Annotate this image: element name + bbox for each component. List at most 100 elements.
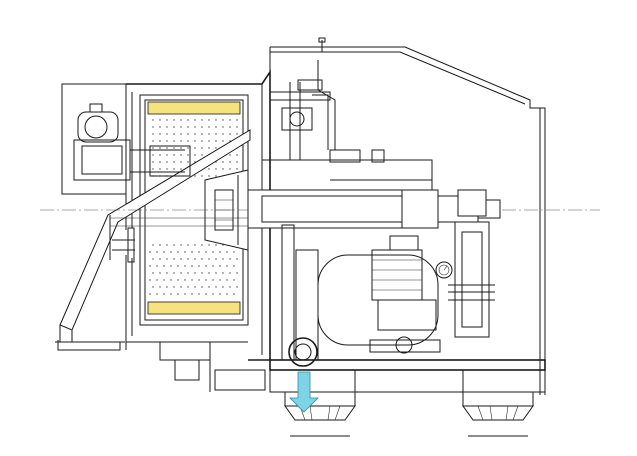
solid-dot: [205, 251, 207, 253]
solid-dot: [149, 293, 151, 295]
solid-dot: [222, 119, 224, 121]
solid-dot: [215, 272, 217, 274]
solid-dot: [187, 272, 189, 274]
solid-dot: [166, 119, 168, 121]
solid-dot: [229, 161, 231, 163]
pressure-gauge-icon: [435, 261, 453, 279]
solid-dot: [236, 286, 238, 288]
solid-dot: [219, 251, 221, 253]
solid-dot: [236, 119, 238, 121]
solid-dot: [222, 140, 224, 142]
solid-dot: [159, 161, 161, 163]
solid-dot: [219, 279, 221, 281]
solid-dot: [229, 258, 231, 260]
solid-dot: [212, 265, 214, 267]
solid-dot: [201, 140, 203, 142]
drive-motor: [317, 235, 441, 354]
solid-dot: [166, 244, 168, 246]
solid-dot: [208, 168, 210, 170]
bearing-assembly: [261, 60, 433, 191]
solid-dot: [163, 279, 165, 281]
solid-dot: [173, 286, 175, 288]
solid-dot: [173, 133, 175, 135]
solid-dot: [177, 293, 179, 295]
solid-dot: [152, 147, 154, 149]
solid-dot: [180, 126, 182, 128]
solid-dot: [201, 147, 203, 149]
solid-dot: [180, 147, 182, 149]
solid-dot: [194, 244, 196, 246]
solid-dot: [205, 293, 207, 295]
solid-dot: [236, 168, 238, 170]
solid-dot: [194, 286, 196, 288]
solid-dot: [201, 244, 203, 246]
solid-dot: [215, 119, 217, 121]
solid-dot: [194, 133, 196, 135]
solid-dot: [215, 126, 217, 128]
solid-dot: [159, 286, 161, 288]
solid-dot: [173, 154, 175, 156]
solid-dot: [170, 279, 172, 281]
solid-dot: [201, 119, 203, 121]
solid-dot: [177, 251, 179, 253]
solid-dot: [187, 161, 189, 163]
solid-dot: [194, 119, 196, 121]
scraper-chute: [55, 129, 251, 351]
solid-dot: [222, 126, 224, 128]
solid-dot: [159, 258, 161, 260]
lower-parts: [159, 341, 266, 392]
solids-lower: [149, 244, 238, 295]
solid-dot: [233, 265, 235, 267]
solid-dot: [149, 265, 151, 267]
solid-dot: [215, 133, 217, 135]
solid-dot: [184, 279, 186, 281]
solid-dot: [222, 272, 224, 274]
solid-dot: [166, 147, 168, 149]
solid-dot: [208, 244, 210, 246]
solid-dot: [180, 140, 182, 142]
solid-dot: [201, 286, 203, 288]
feed-cover: [61, 83, 191, 195]
solid-dot: [194, 175, 196, 177]
solid-dot: [229, 272, 231, 274]
solid-dot: [191, 293, 193, 295]
solid-dot: [215, 140, 217, 142]
solid-dot: [208, 126, 210, 128]
solid-dot: [152, 244, 154, 246]
solid-dot: [215, 147, 217, 149]
solid-dot: [152, 258, 154, 260]
solid-dot: [187, 133, 189, 135]
solid-dot: [215, 286, 217, 288]
solid-dot: [156, 265, 158, 267]
solid-dot: [166, 126, 168, 128]
solid-dot: [215, 244, 217, 246]
solid-dot: [187, 258, 189, 260]
solid-dot: [226, 265, 228, 267]
solid-dot: [194, 258, 196, 260]
solid-dot: [166, 140, 168, 142]
solid-dot: [187, 154, 189, 156]
solid-dot: [208, 140, 210, 142]
solid-dot: [173, 168, 175, 170]
solid-dot: [166, 133, 168, 135]
solid-dot: [201, 258, 203, 260]
solid-dot: [180, 154, 182, 156]
filter-cake-bottom: [147, 301, 241, 315]
solid-dot: [215, 258, 217, 260]
solid-dot: [229, 286, 231, 288]
base-frame: [269, 224, 546, 393]
solid-dot: [194, 147, 196, 149]
solid-dot: [198, 279, 200, 281]
arrow-down-icon: [289, 371, 319, 413]
solid-dot: [233, 279, 235, 281]
solid-dot: [152, 168, 154, 170]
solid-dot: [219, 265, 221, 267]
solid-dot: [236, 154, 238, 156]
solid-dot: [163, 251, 165, 253]
solid-dot: [229, 119, 231, 121]
solid-dot: [180, 119, 182, 121]
filter-cake-top: [147, 101, 241, 115]
solid-dot: [191, 279, 193, 281]
solid-dot: [208, 119, 210, 121]
solid-dot: [159, 133, 161, 135]
